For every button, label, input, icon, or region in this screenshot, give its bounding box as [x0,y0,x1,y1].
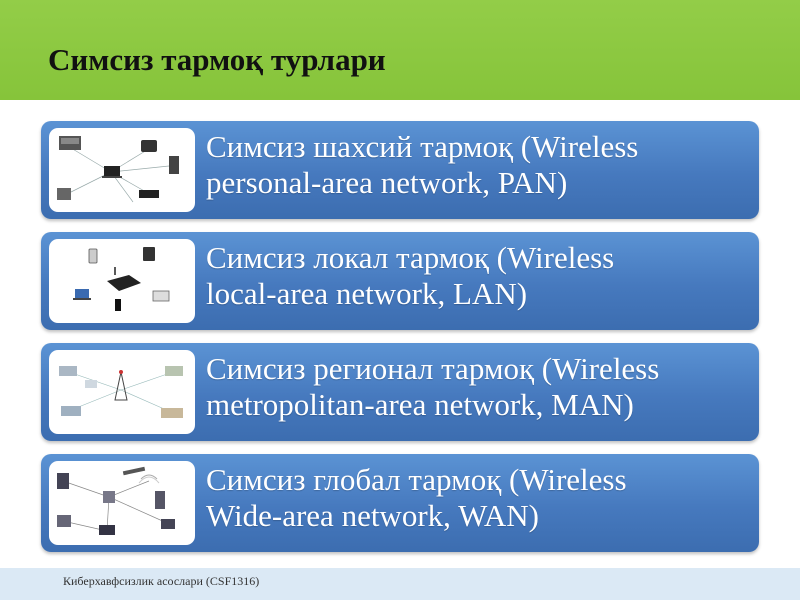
list-item-wan[interactable]: Симсиз глобал тармоқ (Wireless Wide-area… [41,454,759,552]
wan-diagram-icon [49,461,195,545]
item-title-line: Wide-area network, WAN) [206,498,540,533]
pan-diagram-icon [49,128,195,212]
item-text: Симсиз глобал тармоқ (Wireless Wide-area… [206,462,754,534]
slide-title: Симсиз тармоқ турлари [48,42,386,77]
lan-diagram-icon [49,239,195,323]
item-text: Симсиз регионал тармоқ (Wireless metropo… [206,351,754,423]
item-title-line: Симсиз регионал тармоқ (Wireless [206,351,660,386]
list-item-pan[interactable]: Симсиз шахсий тармоқ (Wireless personal-… [41,121,759,219]
item-title-line: Симсиз локал тармоқ (Wireless [206,240,615,275]
man-diagram-icon [49,350,195,434]
footer-bar: Киберхавфсизлик асослари (CSF1316) [0,568,800,600]
item-text: Симсиз локал тармоқ (Wireless local-area… [206,240,754,312]
footer-text: Киберхавфсизлик асослари (CSF1316) [63,574,260,588]
item-title-line: personal-area network, PAN) [206,165,568,200]
item-title-line: Симсиз глобал тармоқ (Wireless [206,462,627,497]
item-title-line: Симсиз шахсий тармоқ (Wireless [206,129,639,164]
item-title-line: local-area network, LAN) [206,276,528,311]
item-title-line: metropolitan-area network, MAN) [206,387,634,422]
title-bar: Симсиз тармоқ турлари [0,0,800,100]
list-item-lan[interactable]: Симсиз локал тармоқ (Wireless local-area… [41,232,759,330]
list-item-man[interactable]: Симсиз регионал тармоқ (Wireless metropo… [41,343,759,441]
item-text: Симсиз шахсий тармоқ (Wireless personal-… [206,129,754,201]
